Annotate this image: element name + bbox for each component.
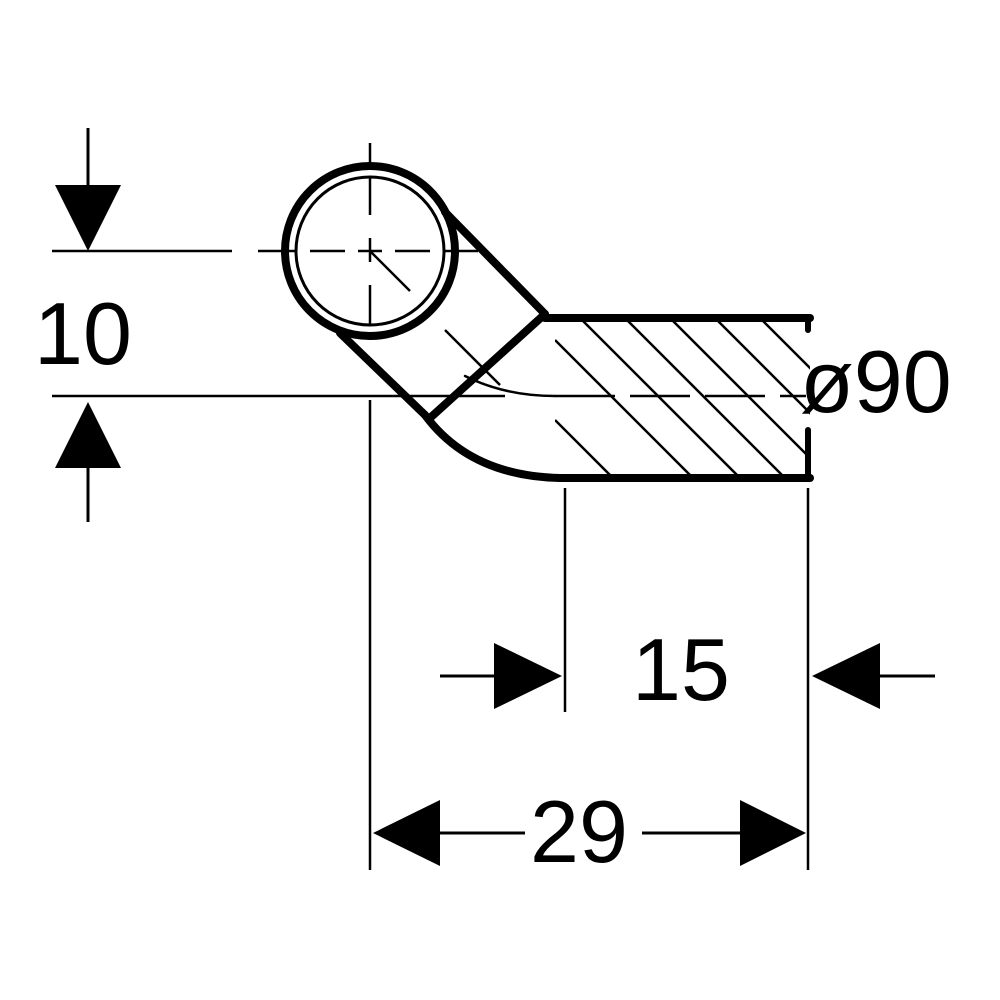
arrow-up-icon (55, 402, 121, 468)
fitting-body (281, 162, 814, 482)
dimension-label-total: 29 (530, 782, 628, 881)
branch-lower-wall (336, 329, 429, 419)
elbow-outer-curve (421, 411, 564, 482)
dimension-label-outlet: 15 (632, 620, 730, 719)
dimension-vertical-offset: 10 (34, 128, 132, 522)
extension-lines (52, 394, 810, 870)
arrow-right-icon (494, 643, 562, 709)
arrow-left-icon (812, 643, 880, 709)
branch-hatching (444, 329, 501, 386)
dimension-label-offset: 10 (34, 284, 132, 383)
elbow-inner-wall (426, 310, 549, 422)
arrow-left-icon (373, 800, 440, 866)
dimension-label-diameter: ø90 (800, 332, 952, 431)
branch-upper-wall (441, 208, 549, 318)
arrow-down-icon (55, 185, 121, 251)
section-hatching (555, 318, 810, 478)
dimension-outlet-length: 15 (440, 620, 935, 719)
center-lines (52, 143, 806, 398)
dimension-total-length: 29 (373, 782, 806, 881)
elbow-inner-curve (463, 374, 557, 398)
dimension-diameter: ø90 (800, 332, 952, 431)
arrow-right-icon (740, 800, 806, 866)
